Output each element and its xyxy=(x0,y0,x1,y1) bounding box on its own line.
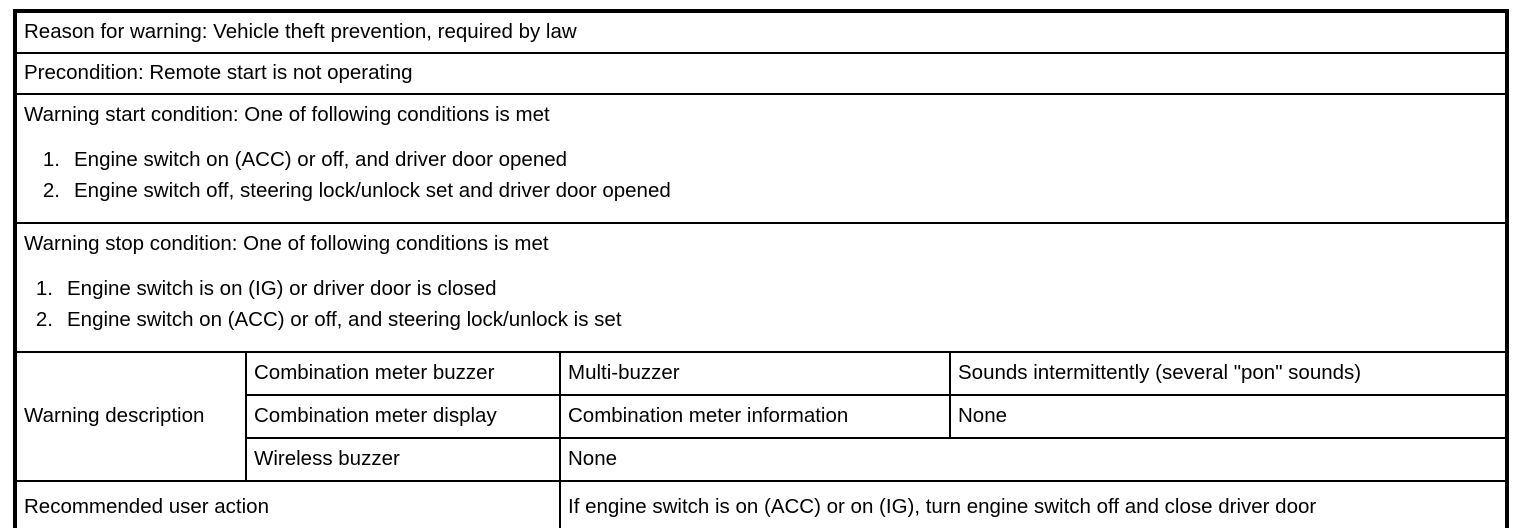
list-item-number: 2. xyxy=(35,307,53,331)
list-item-label: Engine switch off, steering lock/unlock … xyxy=(74,178,671,202)
warning-stop-condition-heading: Warning stop condition: One of following… xyxy=(24,232,549,255)
list-item-label: Engine switch on (ACC) or off, and drive… xyxy=(74,147,568,171)
list-item-number: 1. xyxy=(42,147,60,171)
warning-description-label: Warning description xyxy=(14,351,247,482)
list-item: 1. Engine switch is on (IG) or driver doo… xyxy=(24,273,1505,304)
reason-for-warning-text: Reason for warning: Vehicle theft preven… xyxy=(24,20,577,44)
warning-description-device: Wireless buzzer xyxy=(245,437,561,482)
recommended-user-action-text: If engine switch is on (ACC) or on (IG),… xyxy=(559,480,1508,528)
warning-stop-condition-list: 1. Engine switch is on (IG) or driver doo… xyxy=(24,273,1505,335)
list-item: 2. Engine switch off, steering lock/unloc… xyxy=(24,175,1505,206)
warning-description-detail: None xyxy=(949,394,1508,439)
warning-description-device: Combination meter buzzer xyxy=(245,351,561,396)
warning-stop-condition-cell: Warning stop condition: One of following… xyxy=(14,222,1508,353)
list-item-label: Engine switch on (ACC) or off, and steer… xyxy=(67,307,622,331)
row-warning-stop-condition: Warning stop condition: One of following… xyxy=(14,222,1508,353)
warning-spec-table: Reason for warning: Vehicle theft preven… xyxy=(13,9,1509,528)
row-reason-for-warning: Reason for warning: Vehicle theft preven… xyxy=(14,10,1508,54)
warning-description-method: Combination meter information xyxy=(559,394,951,439)
warning-description-method: Multi-buzzer xyxy=(559,351,951,396)
precondition-text: Precondition: Remote start is not operat… xyxy=(24,61,413,85)
recommended-user-action-label: Recommended user action xyxy=(14,480,561,528)
list-item-number: 1. xyxy=(35,276,53,300)
row-recommended-user-action: Recommended user action If engine switch… xyxy=(14,480,1508,528)
warning-start-condition-cell: Warning start condition: One of followin… xyxy=(14,93,1508,224)
list-item-label: Engine switch is on (IG) or driver door … xyxy=(67,276,497,300)
row-precondition: Precondition: Remote start is not operat… xyxy=(14,52,1508,95)
row-warning-description-1: Warning description Combination meter bu… xyxy=(14,351,1508,482)
warning-description-detail: Sounds intermittently (several "pon" sou… xyxy=(949,351,1508,396)
warning-start-condition-list: 1. Engine switch on (ACC) or off, and dri… xyxy=(24,144,1505,206)
warning-start-condition-heading: Warning start condition: One of followin… xyxy=(24,103,550,126)
row-warning-description-3: Wireless buzzer None xyxy=(15,437,1508,482)
warning-description-method: None xyxy=(559,437,1508,482)
row-warning-description-2: Combination meter display Combination me… xyxy=(15,394,1508,439)
warning-description-device: Combination meter display xyxy=(245,394,561,439)
list-item-number: 2. xyxy=(42,178,60,202)
reason-for-warning-cell: Reason for warning: Vehicle theft preven… xyxy=(14,10,1508,54)
list-item: 2. Engine switch on (ACC) or off, and ste… xyxy=(24,304,1505,335)
row-warning-start-condition: Warning start condition: One of followin… xyxy=(14,93,1508,224)
precondition-cell: Precondition: Remote start is not operat… xyxy=(14,52,1508,95)
list-item: 1. Engine switch on (ACC) or off, and dri… xyxy=(24,144,1505,175)
